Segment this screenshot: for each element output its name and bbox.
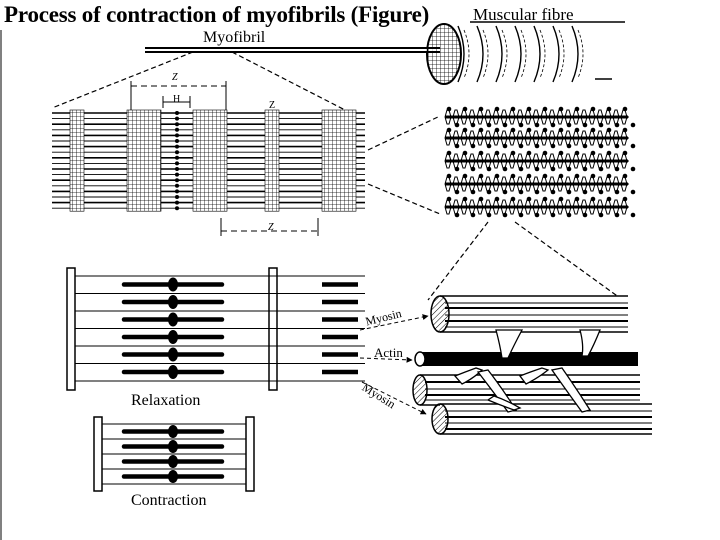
- z-dimension-top: [130, 81, 227, 110]
- relaxation-diagram: [66, 267, 365, 391]
- muscular-fibre: [426, 21, 625, 85]
- myofibril-label: Myofibril: [203, 29, 266, 46]
- figure-title: Process of contraction of myofibrils (Fi…: [4, 2, 430, 27]
- z-label-bottom: Z: [268, 222, 274, 233]
- filament-3d-model: [412, 295, 652, 435]
- z-label-top: Z: [172, 72, 178, 83]
- filament-lattice: [444, 106, 636, 218]
- muscular-fibre-label: Muscular fibre: [473, 5, 574, 24]
- myofibril-line: [145, 47, 440, 53]
- myosin-filament-bottom: [431, 403, 652, 435]
- h-zone-label: H: [173, 94, 181, 105]
- z-dimension-bottom: [220, 218, 319, 236]
- h-zone-marker: [162, 96, 191, 108]
- myosin-filament-top: [430, 295, 628, 333]
- actin-filament: [414, 351, 638, 367]
- contraction-diagram: [93, 416, 255, 492]
- cross-bridges: [453, 329, 601, 413]
- actin-label: Actin: [374, 345, 403, 360]
- contraction-label: Contraction: [131, 492, 207, 509]
- relaxation-label: Relaxation: [131, 392, 201, 409]
- z-marker-label: Z: [269, 100, 276, 111]
- sarcomere-band-diagram: [52, 109, 365, 212]
- fibre-cross-section: [426, 23, 462, 85]
